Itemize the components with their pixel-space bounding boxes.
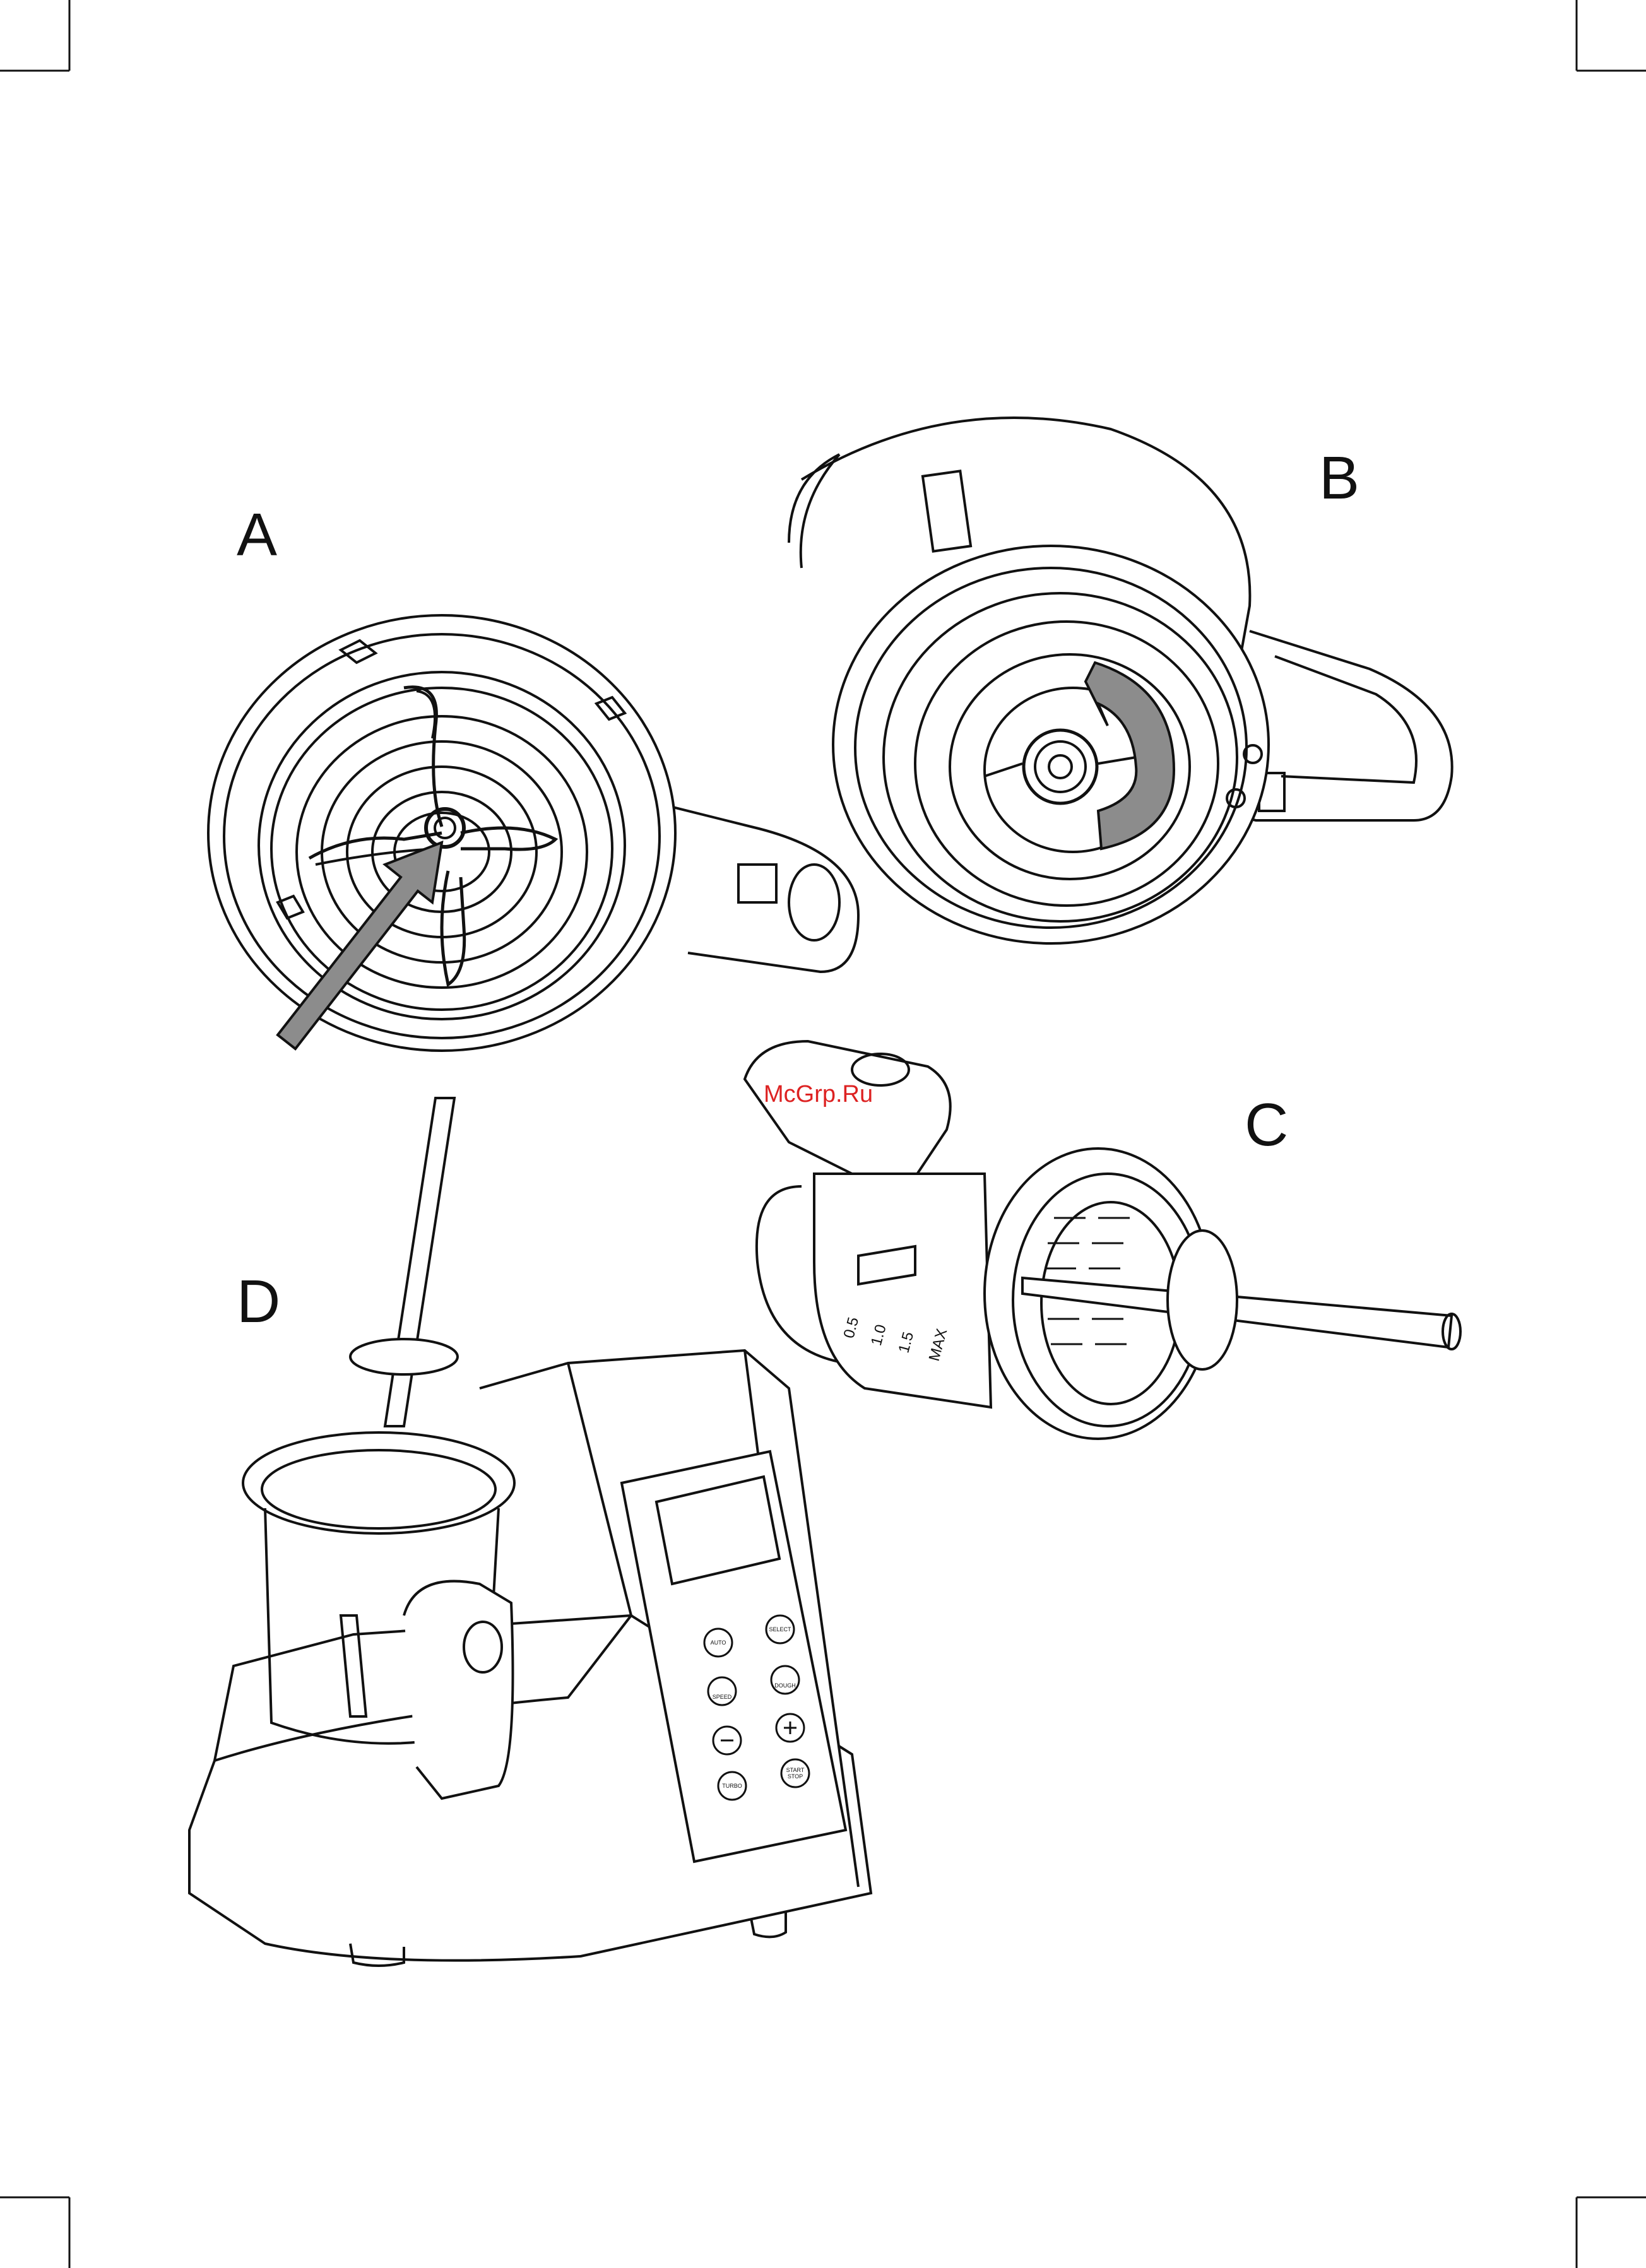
stop-label: STOP <box>788 1773 803 1780</box>
figure-label-d: D <box>237 1272 280 1332</box>
turbo-label: TURBO <box>722 1783 742 1789</box>
auto-label: AUTO <box>711 1639 726 1646</box>
figure-label-b: B <box>1319 448 1359 509</box>
select-label: SELECT <box>769 1626 791 1633</box>
start-label: START <box>786 1767 805 1773</box>
dough-button[interactable] <box>771 1666 799 1694</box>
speed-label: SPEED <box>713 1694 732 1700</box>
figure-label-a: A <box>237 505 277 565</box>
dough-label: DOUGH <box>774 1682 796 1689</box>
speed-button[interactable] <box>708 1677 736 1705</box>
figure-label-c: C <box>1245 1095 1288 1155</box>
watermark-text: McGrp.Ru <box>764 1082 873 1106</box>
spatula <box>385 1098 454 1426</box>
